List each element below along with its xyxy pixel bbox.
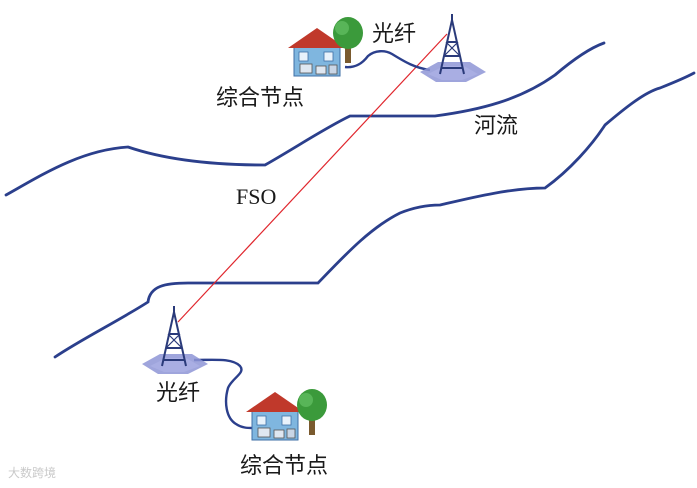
tower-icon xyxy=(141,305,209,375)
river-bank-upper xyxy=(4,41,606,197)
node-label-bottom: 综合节点 xyxy=(240,454,329,479)
house-icon xyxy=(245,391,305,441)
fso-beam xyxy=(177,33,448,323)
fso-label: FSO xyxy=(236,184,277,209)
fiber-top xyxy=(344,50,431,72)
fiber-label-top: 光纤 xyxy=(372,22,417,47)
node-label-top: 综合节点 xyxy=(216,86,305,111)
fiber-bottom xyxy=(193,358,253,430)
fiber-label-bottom: 光纤 xyxy=(156,381,201,406)
tower-icon xyxy=(419,13,487,83)
river-label: 河流 xyxy=(474,114,519,139)
tree-icon xyxy=(297,389,327,435)
river-bank-lower xyxy=(53,71,696,359)
watermark: 大数跨境 xyxy=(8,466,57,480)
